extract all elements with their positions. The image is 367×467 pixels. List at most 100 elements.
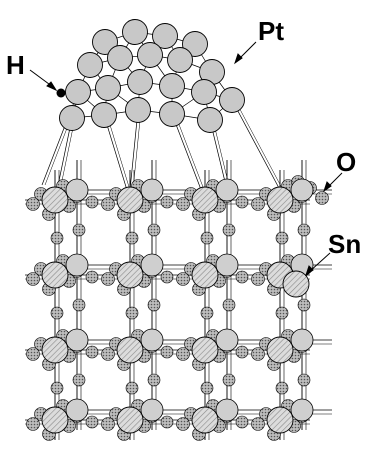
platinum-atom bbox=[125, 97, 151, 123]
tin-atoms bbox=[41, 178, 314, 434]
oxygen-atom bbox=[160, 270, 174, 284]
oxygen-atom bbox=[72, 373, 86, 387]
tin-atom bbox=[41, 261, 69, 289]
tin-atom bbox=[266, 406, 294, 434]
tin-atom bbox=[65, 398, 89, 422]
tin-atom bbox=[41, 406, 69, 434]
oxygen-atom bbox=[176, 417, 190, 431]
tin-atom bbox=[266, 336, 294, 364]
oxygen-atom bbox=[85, 415, 99, 429]
label-arrows bbox=[29, 41, 343, 277]
platinum-atom bbox=[159, 101, 185, 127]
tin-atom bbox=[140, 398, 164, 422]
oxygen-atom bbox=[315, 191, 329, 205]
oxygen-atom bbox=[160, 345, 174, 359]
oxygen-atom bbox=[101, 272, 115, 286]
platinum-atom bbox=[219, 87, 245, 113]
tin-atom bbox=[116, 261, 144, 289]
oxygen-atom bbox=[200, 381, 214, 395]
platinum-atom bbox=[197, 107, 223, 133]
bond-line bbox=[174, 113, 209, 201]
platinum-atom bbox=[137, 42, 163, 68]
oxygen-atom bbox=[147, 223, 161, 237]
oxygen-atom bbox=[297, 298, 311, 312]
pt-label: Pt bbox=[258, 16, 284, 46]
oxygen-atom bbox=[235, 345, 249, 359]
o-label: O bbox=[336, 147, 356, 177]
tin-atom bbox=[191, 406, 219, 434]
oxygen-atom bbox=[275, 231, 289, 245]
tin-atom bbox=[215, 328, 239, 352]
oxygen-atom bbox=[200, 231, 214, 245]
tin-atom bbox=[215, 253, 239, 277]
tin-atom bbox=[65, 178, 89, 202]
oxygen-atom bbox=[222, 298, 236, 312]
platinum-atom bbox=[182, 31, 208, 57]
tin-atom bbox=[191, 336, 219, 364]
oxygen-atom bbox=[85, 345, 99, 359]
oxygen-atom bbox=[200, 306, 214, 320]
tin-atom bbox=[140, 253, 164, 277]
tin-atom bbox=[41, 186, 69, 214]
oxygen-atom bbox=[251, 347, 265, 361]
tin-atom bbox=[215, 398, 239, 422]
sn-label: Sn bbox=[328, 229, 361, 259]
oxygen-atom bbox=[147, 373, 161, 387]
bond-line bbox=[106, 114, 134, 201]
tin-atom bbox=[215, 178, 239, 202]
tin-atom bbox=[266, 186, 294, 214]
oxygen-atom bbox=[251, 272, 265, 286]
oxygen-atom bbox=[101, 417, 115, 431]
oxygen-atom bbox=[85, 195, 99, 209]
oxygen-atom bbox=[125, 381, 139, 395]
tin-atom bbox=[116, 336, 144, 364]
platinum-atom bbox=[152, 23, 178, 49]
platinum-atom bbox=[159, 73, 185, 99]
tin-atom bbox=[191, 261, 219, 289]
oxygen-atom bbox=[85, 270, 99, 284]
tin-atom bbox=[140, 178, 164, 202]
bond-line bbox=[103, 114, 131, 201]
oxygen-atom bbox=[101, 347, 115, 361]
tin-atom bbox=[140, 328, 164, 352]
platinum-atom bbox=[91, 102, 117, 128]
oxygen-atom bbox=[297, 373, 311, 387]
tin-atom bbox=[282, 270, 310, 298]
oxygen-atom bbox=[50, 381, 64, 395]
oxygen-atom bbox=[235, 270, 249, 284]
platinum-atom bbox=[127, 69, 153, 95]
tin-atom bbox=[116, 186, 144, 214]
bond-line bbox=[132, 109, 142, 191]
platinum-atom bbox=[59, 105, 85, 131]
bond-line bbox=[231, 99, 281, 191]
oxygen-atom bbox=[222, 223, 236, 237]
oxygen-atom bbox=[50, 306, 64, 320]
oxygen-atom bbox=[275, 381, 289, 395]
oxygen-atom bbox=[176, 197, 190, 211]
oxygen-atom bbox=[26, 417, 40, 431]
oxygen-atom bbox=[147, 298, 161, 312]
oxygen-atom bbox=[26, 347, 40, 361]
oxygen-atom bbox=[26, 272, 40, 286]
tin-atom bbox=[41, 336, 69, 364]
tin-atom bbox=[290, 178, 314, 202]
bond-line bbox=[212, 119, 231, 191]
platinum-atom bbox=[122, 19, 148, 45]
platinum-atom bbox=[65, 79, 91, 105]
oxygen-atom bbox=[235, 415, 249, 429]
tin-atom bbox=[65, 328, 89, 352]
h-label: H bbox=[6, 50, 25, 80]
bond-line bbox=[171, 113, 206, 201]
oxygen-atom bbox=[125, 231, 139, 245]
oxygen-atom bbox=[72, 223, 86, 237]
oxygen-atom bbox=[101, 197, 115, 211]
bond-line bbox=[234, 99, 284, 191]
platinum-atom bbox=[107, 45, 133, 71]
hydrogen-atom bbox=[56, 88, 66, 98]
tin-atom bbox=[116, 406, 144, 434]
tin-atom bbox=[290, 328, 314, 352]
oxygen-atom bbox=[275, 306, 289, 320]
oxygen-atom bbox=[235, 195, 249, 209]
oxygen-atom bbox=[176, 272, 190, 286]
